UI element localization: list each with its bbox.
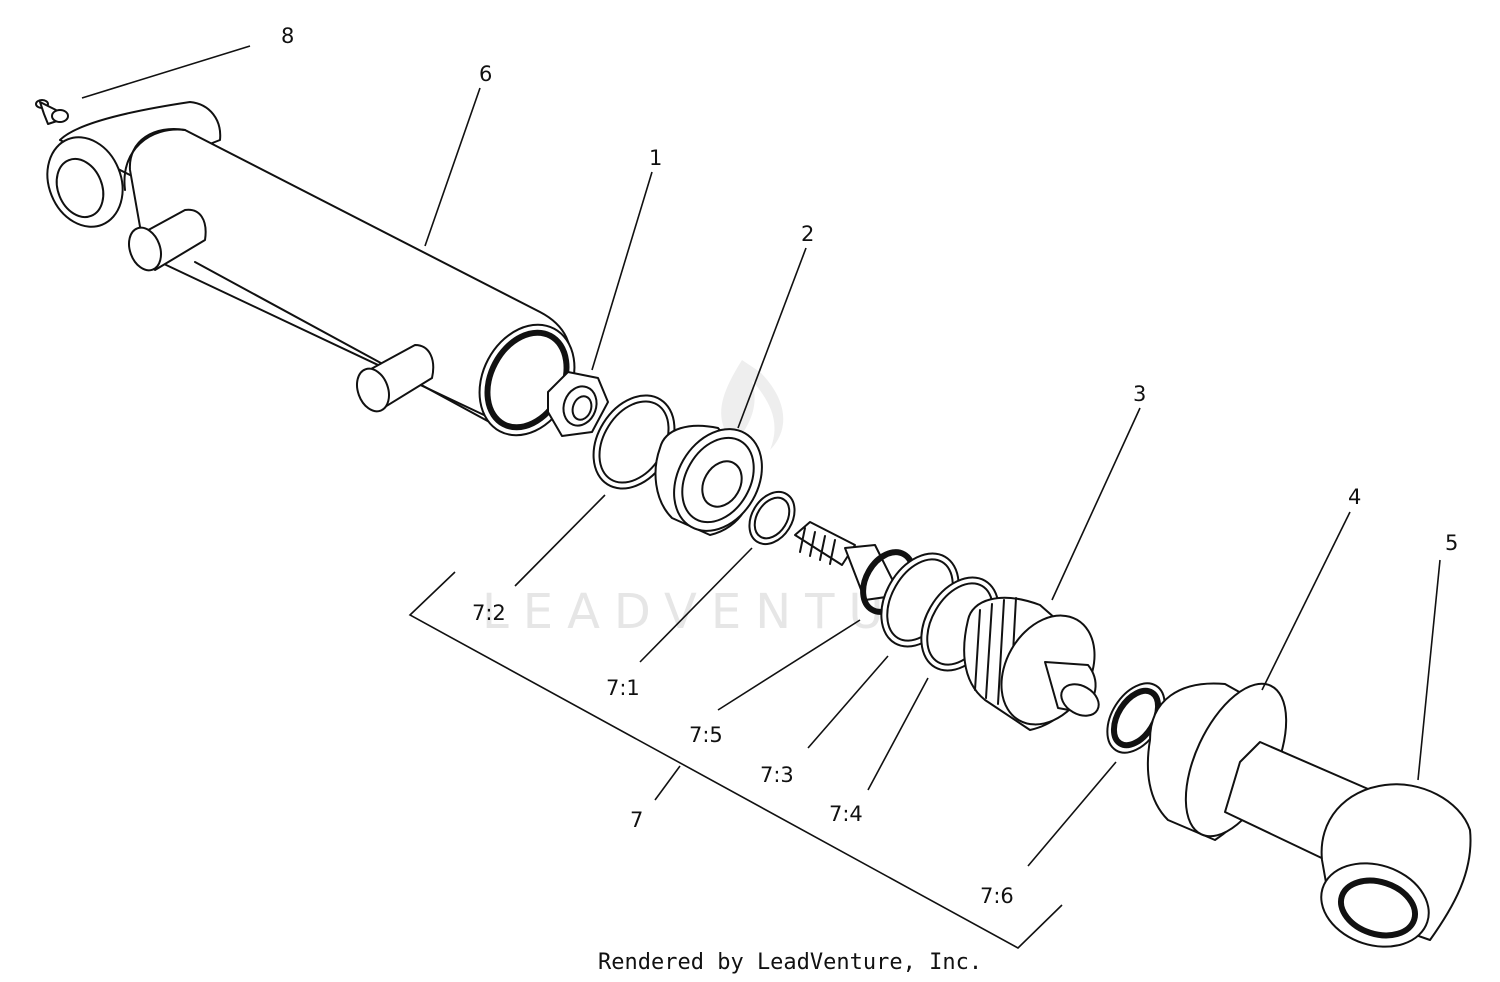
- callout-labels: 8 6 1 2 3 4 5 7:2 7:1 7:5 7:3 7:4 7 7:6: [281, 24, 1458, 908]
- callout-7-1: 7:1: [606, 676, 640, 700]
- callout-2: 2: [801, 222, 814, 246]
- part-7-1-small-o-ring: [748, 490, 796, 546]
- part-1-nut: [547, 371, 609, 437]
- leader-7: [654, 765, 681, 801]
- leader-lines: [81, 45, 1441, 867]
- callout-7-2: 7:2: [472, 601, 506, 625]
- part-5-rod-end: [1224, 741, 1472, 948]
- callout-5: 5: [1445, 531, 1458, 555]
- callout-1: 1: [649, 146, 662, 170]
- leader-8: [81, 45, 251, 99]
- leader-3: [1051, 407, 1141, 601]
- leader-7-2: [514, 494, 606, 587]
- callout-7-4: 7:4: [829, 802, 863, 826]
- leader-5: [1417, 559, 1441, 781]
- callout-3: 3: [1133, 382, 1146, 406]
- callout-7: 7: [630, 808, 643, 832]
- callout-4: 4: [1348, 485, 1361, 509]
- leader-7-4: [867, 677, 929, 791]
- callout-7-5: 7:5: [689, 723, 723, 747]
- render-credit: Rendered by LeadVenture, Inc.: [598, 950, 982, 975]
- leader-4: [1261, 511, 1351, 691]
- part-2-piston: [654, 424, 763, 536]
- callout-7-3: 7:3: [760, 763, 794, 787]
- leader-7-5: [717, 619, 861, 711]
- item-7-bracket: [408, 571, 1063, 949]
- leader-2: [737, 247, 807, 429]
- part-8-grease-fitting: [35, 99, 69, 125]
- leader-7-6: [1027, 761, 1117, 867]
- leader-6: [424, 87, 481, 247]
- callout-7-6: 7:6: [980, 884, 1014, 908]
- callout-8: 8: [281, 24, 294, 48]
- leader-7-3: [807, 655, 889, 749]
- part-6-cylinder-barrel: [46, 101, 576, 437]
- part-3-rod-gland: [794, 521, 1100, 731]
- leader-1: [591, 171, 653, 371]
- leader-7-1: [639, 547, 753, 663]
- callout-6: 6: [479, 62, 492, 86]
